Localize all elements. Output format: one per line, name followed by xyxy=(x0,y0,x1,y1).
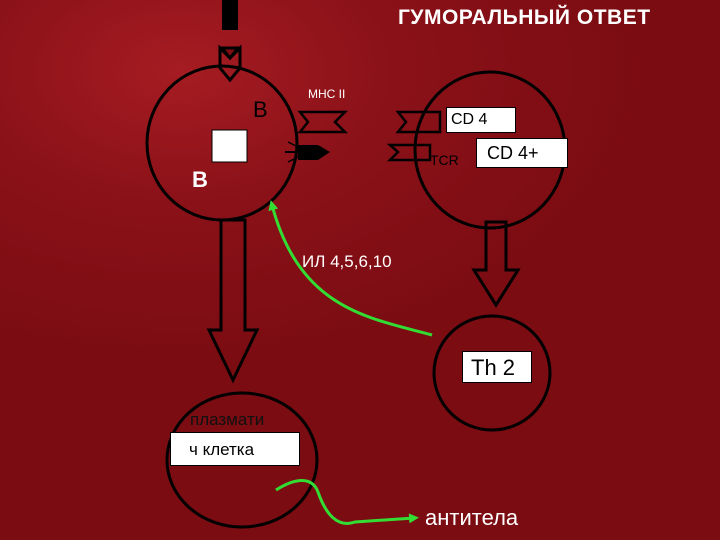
b-to-plasma-arrow xyxy=(206,218,260,384)
th2-cell xyxy=(432,314,552,432)
th2-label: Th 2 xyxy=(462,351,532,383)
b-cell-nucleus xyxy=(211,129,248,163)
antibody-arrow xyxy=(275,479,419,525)
b-cell-label-top: В xyxy=(253,97,268,122)
plasma-cell-label-line2: ч клетка xyxy=(170,432,300,466)
antibodies-label: антитела xyxy=(425,505,519,530)
antigen-arrow xyxy=(218,0,242,83)
cytokine-arrow xyxy=(268,200,433,337)
cd4-plus-label: CD 4+ xyxy=(476,138,568,168)
cd4-to-th2-arrow xyxy=(471,220,521,308)
interleukins-label: ИЛ 4,5,6,10 xyxy=(302,252,392,271)
mhc-label: МНС II xyxy=(308,87,346,101)
b-cell-label-left: В xyxy=(192,167,208,192)
tcr-receptor xyxy=(386,110,442,162)
mhc-receptor xyxy=(285,110,349,163)
plasma-cell-label-line1: плазмати xyxy=(190,410,265,429)
cd4-label: CD 4 xyxy=(446,107,516,133)
diagram-title: ГУМОРАЛЬНЫЙ ОТВЕТ xyxy=(398,6,651,29)
plasma-cell xyxy=(165,391,319,529)
tcr-label: TCR xyxy=(430,152,459,168)
